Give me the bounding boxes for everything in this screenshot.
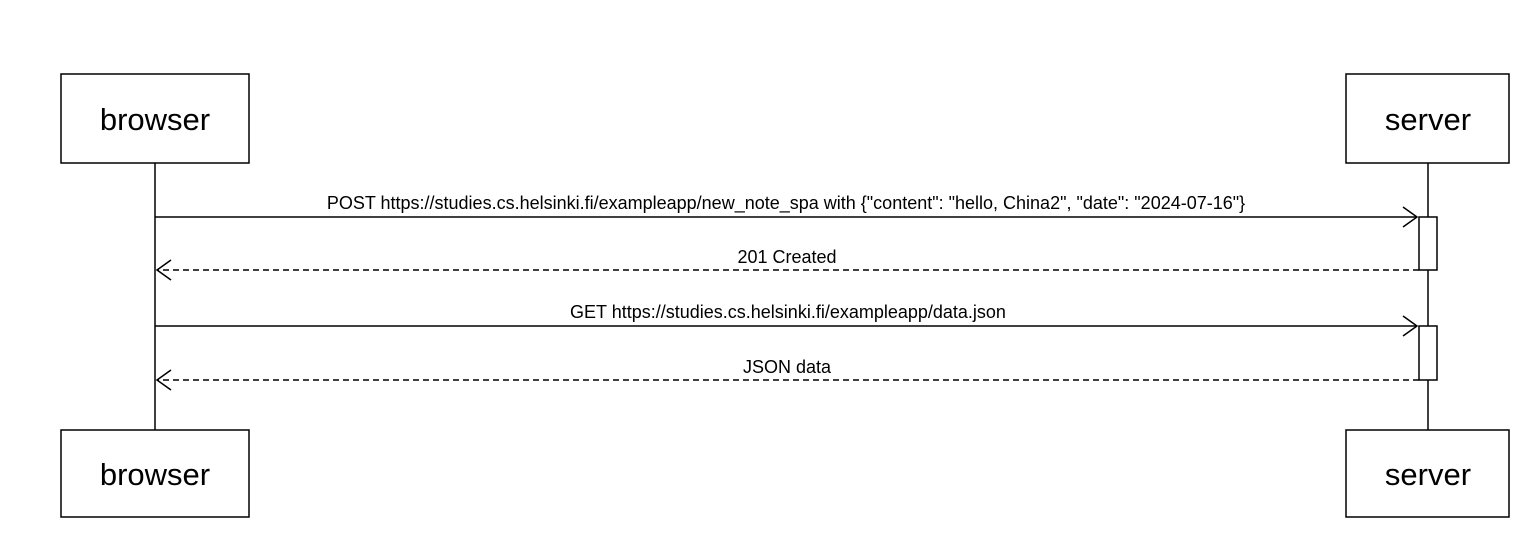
message-post-new-note: POST https://studies.cs.helsinki.fi/exam… [155,193,1419,228]
message-post-new-note-label: POST https://studies.cs.helsinki.fi/exam… [327,193,1245,214]
message-get-data-json: GET https://studies.cs.helsinki.fi/examp… [155,302,1419,337]
browser-actor-bottom: browser [60,429,250,518]
server-actor-top-label: server [1385,102,1471,137]
message-json-data-label: JSON data [743,357,832,377]
server-actor-top: server [1345,73,1510,164]
server-actor-bottom: server [1345,429,1510,518]
browser-actor-top: browser [60,73,250,164]
arrow-right-icon [1402,206,1419,228]
arrow-left-icon [155,369,172,391]
browser-actor-bottom-label: browser [100,457,210,492]
message-json-data: JSON data [155,357,1419,391]
arrow-left-icon [155,259,172,281]
message-201-created: 201 Created [155,247,1419,281]
message-201-created-label: 201 Created [737,247,836,267]
server-actor-bottom-label: server [1385,457,1471,492]
arrow-right-icon [1402,315,1419,337]
message-get-data-json-label: GET https://studies.cs.helsinki.fi/examp… [570,302,1006,322]
server-activation-2 [1418,325,1438,381]
server-activation-1 [1418,216,1438,271]
browser-actor-top-label: browser [100,102,210,137]
